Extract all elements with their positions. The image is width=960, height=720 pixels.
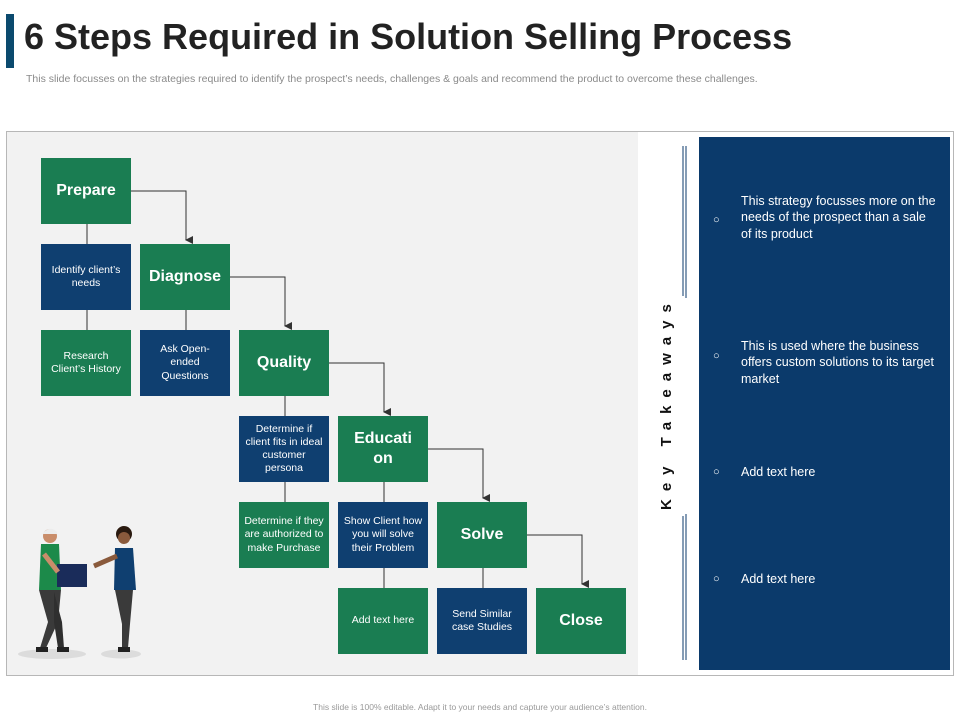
step-solve-label: Solve	[460, 526, 504, 543]
step-close: Close	[536, 588, 626, 654]
detail-customer-persona: Determine if client fits in ideal custom…	[239, 416, 329, 482]
step-diagnose-label: Diagnose	[149, 268, 222, 285]
handover-illustration	[18, 526, 141, 659]
takeaway-item: This strategy focusses more on the needs…	[741, 194, 936, 241]
page-subtitle: This slide focusses on the strategies re…	[26, 73, 758, 85]
step-quality-label: Quality	[256, 354, 312, 371]
detail-show-solution: Show Client how you will solve their Pro…	[338, 502, 428, 568]
takeaways-rail	[638, 132, 698, 675]
step-quality: Quality	[239, 330, 329, 396]
step-prepare: Prepare	[41, 158, 131, 224]
step-diagnose: Diagnose	[140, 244, 230, 310]
step-solve: Solve	[437, 502, 527, 568]
bullet-icon: ○	[713, 573, 720, 585]
bullet-icon: ○	[713, 350, 720, 362]
step-close-label: Close	[559, 612, 603, 629]
takeaways-panel	[699, 137, 950, 670]
detail-identify-needs: Identify client’s needs	[41, 244, 131, 310]
key-takeaways-heading: Key Takeaways	[658, 296, 675, 510]
bullet-icon: ○	[713, 214, 720, 226]
detail-authorized-purchase: Determine if they are authorized to make…	[239, 502, 329, 568]
title-accent-bar	[6, 14, 14, 68]
footer-note: This slide is 100% editable. Adapt it to…	[313, 702, 647, 712]
detail-case-studies: Send Similar case Studies	[437, 588, 527, 654]
takeaway-item: Add text here	[741, 465, 816, 479]
takeaway-item: This is used where the business offers c…	[741, 339, 934, 386]
takeaway-item: Add text here	[741, 572, 816, 586]
page-title: 6 Steps Required in Solution Selling Pro…	[24, 16, 793, 57]
detail-ask-questions: Ask Open-ended Questions	[140, 330, 230, 396]
step-prepare-label: Prepare	[56, 182, 116, 199]
detail-add-text: Add text here	[338, 588, 428, 654]
bullet-icon: ○	[713, 466, 720, 478]
detail-research-history: Research Client’s History	[41, 330, 131, 396]
step-education: Education	[338, 416, 428, 482]
step-education-label: Education	[354, 430, 412, 467]
